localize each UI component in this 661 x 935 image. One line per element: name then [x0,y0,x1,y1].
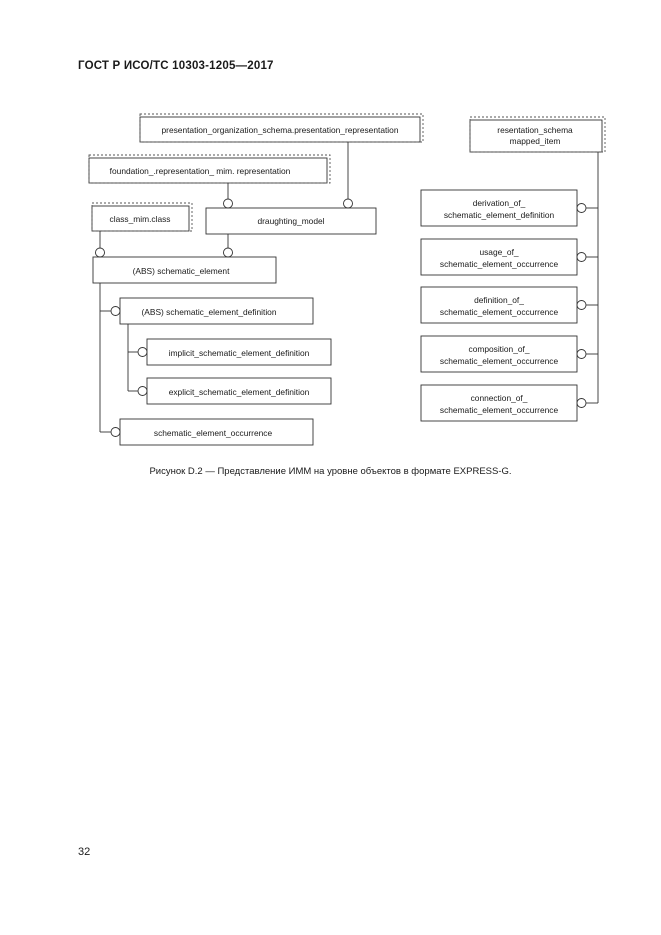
box-presentation-representation: presentation_organization_schema.present… [139,113,424,143]
box-derivation-line2: schematic_element_definition [444,210,555,220]
box-draughting-model-label: draughting_model [257,216,324,226]
box-mapped-item: resentation_schema mapped_item [469,116,606,153]
box-mapped-item-line2: mapped_item [510,136,561,146]
figure-caption: Рисунок D.2 — Представление ИММ на уровн… [149,466,512,477]
box-connection-line2: schematic_element_occurrence [440,405,559,415]
box-explicit-definition-label: explicit_schematic_element_definition [169,387,310,397]
document-header: ГОСТ Р ИСО/ТС 10303-1205—2017 [78,60,274,72]
box-foundation-representation-label: foundation_.representation_ mim. represe… [110,166,291,176]
box-foundation-representation: foundation_.representation_ mim. represe… [88,154,331,184]
box-implicit-definition: implicit_schematic_element_definition [146,338,332,366]
box-mapped-item-line1: resentation_schema [497,125,573,135]
box-schematic-element-occurrence: schematic_element_occurrence [119,418,314,446]
box-derivation-line1: derivation_of_ [473,198,526,208]
box-schematic-element: (ABS) schematic_element [92,256,277,284]
box-schematic-element-occurrence-label: schematic_element_occurrence [154,428,273,438]
box-derivation: derivation_of_ schematic_element_definit… [420,189,578,227]
box-usage-line1: usage_of_ [479,247,518,257]
box-composition: composition_of_ schematic_element_occurr… [420,335,578,373]
connector-lines [99,142,599,433]
box-connection-line1: connection_of_ [471,393,528,403]
box-class-mim-label: class_mim.class [110,214,171,224]
box-composition-line1: composition_of_ [469,344,530,354]
box-implicit-definition-label: implicit_schematic_element_definition [169,348,310,358]
page-number: 32 [78,846,91,858]
box-connection: connection_of_ schematic_element_occurre… [420,384,578,422]
box-usage-line2: schematic_element_occurrence [440,259,559,269]
box-definition-of: definition_of_ schematic_element_occurre… [420,286,578,324]
subtype-circles [95,198,587,437]
box-draughting-model: draughting_model [205,207,377,235]
box-class-mim: class_mim.class [91,202,193,232]
box-composition-line2: schematic_element_occurrence [440,356,559,366]
box-explicit-definition: explicit_schematic_element_definition [146,377,332,405]
box-presentation-representation-label: presentation_organization_schema.present… [162,125,399,135]
box-schematic-element-definition-label: (ABS) schematic_element_definition [142,307,277,317]
box-definition-of-line2: schematic_element_occurrence [440,307,559,317]
box-definition-of-line1: definition_of_ [474,295,524,305]
box-schematic-element-label: (ABS) schematic_element [133,266,230,276]
box-usage: usage_of_ schematic_element_occurrence [420,238,578,276]
box-schematic-element-definition: (ABS) schematic_element_definition [119,297,314,325]
